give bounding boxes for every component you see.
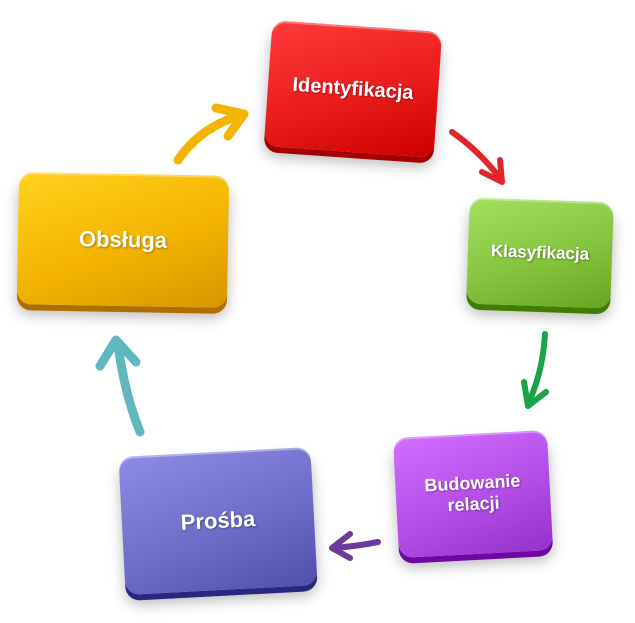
node-label-obsluga: Obsługa <box>78 226 168 254</box>
node-identyfikacja: Identyfikacja <box>263 20 443 158</box>
arrow-head <box>479 157 505 185</box>
node-klasyfikacja: Klasyfikacja <box>466 197 614 309</box>
node-obsluga: Obsługa <box>16 172 230 308</box>
node-budowanie-relacji: Budowanie relacji <box>392 430 554 558</box>
arrow-head <box>95 335 141 371</box>
arrow-shaft <box>449 129 503 181</box>
arrow-identyfikacja-to-klasyfikacja <box>449 129 505 185</box>
arrow-budowanie-to-prosba <box>329 531 381 561</box>
arrow-obsluga-to-identyfikacja <box>173 103 249 165</box>
node-label-klasyfikacja: Klasyfikacja <box>490 241 590 264</box>
arrow-prosba-to-obsluga <box>95 335 145 437</box>
arrow-klasyfikacja-to-budowanie <box>521 331 549 409</box>
arrow-head <box>211 103 249 141</box>
arrow-shaft <box>331 539 381 551</box>
arrow-head <box>521 379 549 409</box>
arrow-shaft <box>113 339 145 437</box>
arrow-shaft <box>525 331 548 407</box>
node-label-identyfikacja: Identyfikacja <box>291 73 415 104</box>
node-prosba: Prośba <box>118 447 318 595</box>
node-label-prosba: Prośba <box>180 506 256 536</box>
node-label-budowanie-relacji: Budowanie relacji <box>423 470 521 516</box>
arrow-shaft <box>173 111 243 165</box>
arrow-head <box>329 531 353 561</box>
